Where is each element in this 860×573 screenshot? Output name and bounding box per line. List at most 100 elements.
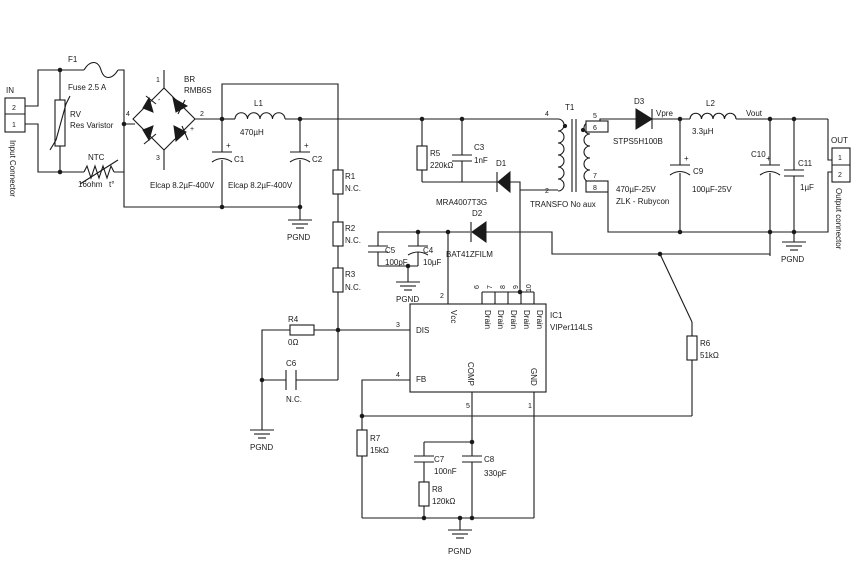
thermistor-NTC: NTC 16ohm t° xyxy=(78,153,119,189)
L1-value: 470µH xyxy=(240,128,264,137)
ground-label: PGND xyxy=(396,295,419,304)
R1-ref: R1 xyxy=(345,172,356,181)
ground-label: PGND xyxy=(781,255,804,264)
capacitor-C1: + C1 Elcap 8.2µF-400V xyxy=(150,141,245,190)
output-connector-title: OUT xyxy=(831,136,848,145)
R2-value: N.C. xyxy=(345,236,361,245)
T1-pin-2: 2 xyxy=(545,188,549,195)
IC1-Drain-label: Drain xyxy=(483,310,492,329)
IC1-Drain-label: Drain xyxy=(522,310,531,329)
D3-net: Vpre xyxy=(656,109,673,118)
BR-pin-3: 3 xyxy=(156,155,160,162)
C9-ref: C9 xyxy=(693,167,704,176)
C10-value: 100µF-25V xyxy=(692,185,732,194)
BR-value: RMB6S xyxy=(184,86,212,95)
T1-ref: T1 xyxy=(565,103,575,112)
IC1-FB-label: FB xyxy=(416,375,426,384)
ground-symbol: PGND xyxy=(448,529,472,556)
D3-value: STPS5H100B xyxy=(613,137,663,146)
bridge-diode-2 xyxy=(172,97,189,115)
inductor-L1: L1 470µH xyxy=(234,99,286,137)
BR-pin-2: 2 xyxy=(200,111,204,118)
NTC-ref: NTC xyxy=(88,153,105,162)
output-connector-caption: Output connector xyxy=(834,188,843,250)
bridge-rectifier-BR: BR RMB6S 1 2 3 4 - + xyxy=(126,70,222,170)
BR-ref: BR xyxy=(184,75,195,84)
C3-ref: C3 xyxy=(474,143,485,152)
NTC-temp-symbol: t° xyxy=(109,180,114,189)
C9-plus: + xyxy=(684,154,689,163)
C4-value: 10µF xyxy=(423,258,442,267)
IC1-ref: IC1 xyxy=(550,311,563,320)
BR-minus: - xyxy=(158,97,161,104)
capacitor-C3: C3 1nF xyxy=(452,143,488,165)
diode-D2: D2 BAT41ZFILM xyxy=(446,209,493,259)
T1-pin-5: 5 xyxy=(593,113,597,120)
IC1-Drain-label: Drain xyxy=(535,310,544,329)
R1-value: N.C. xyxy=(345,184,361,193)
capacitor-C2: + C2 Elcap 8.2µF-400V xyxy=(228,141,323,190)
C4-ref: C4 xyxy=(423,246,434,255)
F1-value: Fuse 2.5 A xyxy=(68,83,107,92)
capacitor-C7: C7 100nF xyxy=(414,455,457,476)
C2-value: Elcap 8.2µF-400V xyxy=(228,181,293,190)
C8-ref: C8 xyxy=(484,455,495,464)
IC1-Drain-label: Drain xyxy=(509,310,518,329)
BR-plus: + xyxy=(190,126,194,133)
IC1-pin-dis: 3 xyxy=(396,322,400,329)
C7-ref: C7 xyxy=(434,455,445,464)
IC1-COMP-label: COMP xyxy=(466,362,475,386)
R8-ref: R8 xyxy=(432,485,443,494)
C8-value: 330pF xyxy=(484,469,507,478)
L2-net: Vout xyxy=(746,109,763,118)
ground-symbol: PGND xyxy=(287,219,312,242)
dis-network-wiring xyxy=(261,329,410,430)
ground-label: PGND xyxy=(287,233,310,242)
ground-symbol: PGND xyxy=(781,241,806,264)
T1-pin-4: 4 xyxy=(545,111,549,118)
resistor-R4: R4 0Ω xyxy=(288,315,315,347)
L2-ref: L2 xyxy=(706,99,715,108)
output-connector-pin-2: 2 xyxy=(838,172,842,179)
input-connector: IN 2 1 Input Connector xyxy=(4,86,26,197)
BR-pin-4: 4 xyxy=(126,111,130,118)
C5-ref: C5 xyxy=(385,246,396,255)
input-connector-caption: Input Connector xyxy=(8,140,17,197)
capacitor-C8: C8 330pF xyxy=(462,455,507,478)
D2-value: BAT41ZFILM xyxy=(446,250,493,259)
resistor-R3: R3 N.C. xyxy=(332,267,361,293)
secondary-wiring xyxy=(652,118,832,256)
IC1-GND-label: GND xyxy=(529,368,538,386)
junction-dots xyxy=(57,67,797,521)
R3-value: N.C. xyxy=(345,283,361,292)
C7-value: 100nF xyxy=(434,467,457,476)
bulk-wiring xyxy=(123,83,558,220)
C1-plus: + xyxy=(226,141,231,150)
D1-ref: D1 xyxy=(496,159,507,168)
C10-ref: C10 xyxy=(751,150,766,159)
ic-IC1: IC1 VIPer114LS DIS FB Vcc Drain Drain Dr… xyxy=(396,284,593,410)
IC1-value: VIPer114LS xyxy=(550,323,593,332)
capacitor-C5: C5 100pF xyxy=(368,245,408,267)
vcc-wiring xyxy=(377,190,770,304)
C1-ref: C1 xyxy=(234,155,245,164)
R4-value: 0Ω xyxy=(288,338,298,347)
C10-plus: + xyxy=(766,154,771,163)
capacitor-C10: + C10 100µF-25V xyxy=(692,150,781,194)
C2-plus: + xyxy=(304,141,309,150)
C6-ref: C6 xyxy=(286,359,297,368)
F1-ref: F1 xyxy=(68,55,78,64)
IC1-Vcc-label: Vcc xyxy=(449,310,458,323)
R5-value: 220kΩ xyxy=(430,161,453,170)
ground-symbol: PGND xyxy=(396,281,420,304)
IC1-DIS-label: DIS xyxy=(416,326,429,335)
bridge-diode-1 xyxy=(142,95,157,113)
T1-pin-6: 6 xyxy=(593,125,597,132)
ground-label: PGND xyxy=(250,443,273,452)
diode-D1: D1 MRA4007T3G xyxy=(436,159,511,207)
diode-D3: D3 Vpre STPS5H100B xyxy=(613,97,673,146)
D2-ref: D2 xyxy=(472,209,483,218)
C2-ref: C2 xyxy=(312,155,323,164)
IC1-pin-drain-6: 6 xyxy=(474,285,481,289)
